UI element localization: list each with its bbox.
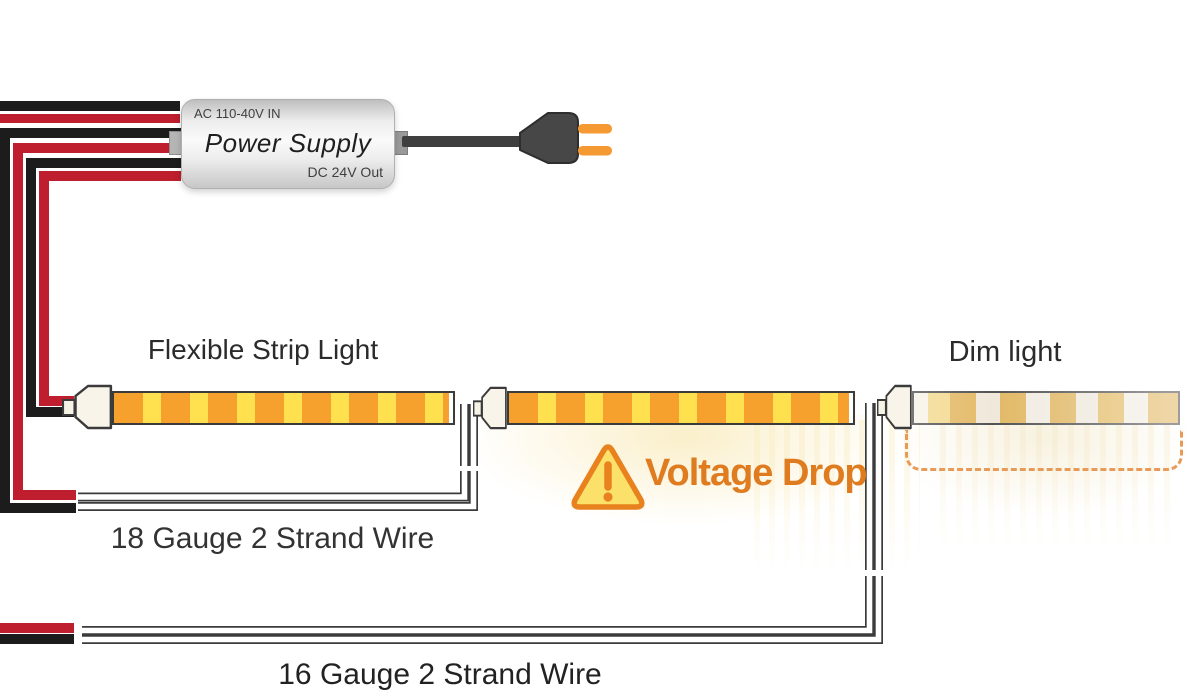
strip-segment bbox=[143, 393, 161, 423]
power-supply-title: Power Supply bbox=[204, 128, 372, 158]
supply-wire-red-top bbox=[0, 114, 180, 123]
dc-wire-black-inner-h bbox=[26, 158, 181, 168]
strip-segment bbox=[1124, 393, 1148, 423]
strip-segment bbox=[744, 393, 773, 423]
light-rays-strip2 bbox=[745, 420, 920, 580]
dc-wire-black-inner-b bbox=[26, 407, 74, 417]
dc-wire-black-outer-v bbox=[0, 128, 10, 513]
strip-segment bbox=[208, 393, 237, 423]
warning-triangle-icon bbox=[571, 444, 645, 510]
strip-segment bbox=[190, 393, 208, 423]
dc-wire-red-inner-h bbox=[39, 171, 181, 181]
power-supply-output-label: DC 24V Out bbox=[307, 164, 383, 180]
wire-16-gauge-label: 16 Gauge 2 Strand Wire bbox=[278, 658, 602, 691]
strip-segment bbox=[773, 393, 791, 423]
strip-segment bbox=[509, 393, 538, 423]
strip-segment bbox=[161, 393, 190, 423]
strip-segment bbox=[950, 393, 976, 423]
dc-wire-black-outer-b bbox=[0, 503, 76, 513]
strip-segment bbox=[255, 393, 284, 423]
strip-segment bbox=[914, 393, 928, 423]
strip-segment bbox=[820, 393, 838, 423]
plug-prong-top bbox=[578, 124, 612, 134]
strip1-bar bbox=[112, 391, 455, 425]
wire-18-gauge-label: 18 Gauge 2 Strand Wire bbox=[110, 522, 435, 555]
dc-wire-red-bottom bbox=[0, 623, 74, 633]
strip-segment bbox=[443, 393, 449, 423]
strip1-connector-icon bbox=[62, 384, 113, 430]
plug-prong-bottom bbox=[578, 146, 612, 156]
strip-segment bbox=[349, 393, 378, 423]
power-supply-input-label: AC 110-40V IN bbox=[194, 106, 281, 121]
strip-segment bbox=[726, 393, 744, 423]
strip-segment bbox=[585, 393, 603, 423]
strip-segment bbox=[1076, 393, 1098, 423]
strip-segment bbox=[791, 393, 820, 423]
strip-segment bbox=[302, 393, 331, 423]
strip-segment bbox=[284, 393, 302, 423]
dc-wire-red-inner-b bbox=[39, 396, 74, 406]
dim-strip-connector-icon bbox=[877, 384, 912, 430]
strip-segment bbox=[378, 393, 396, 423]
strip-segment bbox=[603, 393, 632, 423]
power-cord bbox=[402, 136, 526, 147]
strip-segment bbox=[114, 393, 143, 423]
strip-segment bbox=[1098, 393, 1124, 423]
dim-light-label: Dim light bbox=[948, 336, 1062, 368]
dc-wire-black-inner-v bbox=[26, 158, 36, 417]
light-glow-strip2 bbox=[455, 414, 915, 599]
strip2-bar bbox=[507, 391, 855, 425]
strip-segment bbox=[556, 393, 585, 423]
voltage-drop-label: Voltage Drop bbox=[645, 452, 868, 494]
strip2-connector-icon bbox=[473, 386, 507, 430]
strip-segment bbox=[1050, 393, 1076, 423]
dc-wire-black-outer-h bbox=[0, 128, 181, 138]
strip-segment bbox=[632, 393, 650, 423]
strip-segment bbox=[1148, 393, 1178, 423]
power-supply-box: AC 110-40V IN Power Supply DC 24V Out bbox=[181, 99, 395, 189]
strip-segment bbox=[538, 393, 556, 423]
dc-wire-black-bottom bbox=[0, 634, 74, 644]
dc-wire-red-outer-v bbox=[13, 143, 23, 500]
strip-segment bbox=[697, 393, 726, 423]
strip-segment bbox=[331, 393, 349, 423]
strip-segment bbox=[976, 393, 1000, 423]
plug-body bbox=[519, 112, 579, 164]
dc-wire-red-outer-b bbox=[13, 490, 76, 500]
dc-wire-red-inner-v bbox=[39, 171, 49, 406]
supply-wire-black-top bbox=[0, 101, 180, 111]
dim-region-dashed-outline bbox=[905, 430, 1183, 471]
strip-segment bbox=[1026, 393, 1050, 423]
dim-strip-bar bbox=[912, 391, 1180, 425]
ac-plug-icon bbox=[402, 112, 612, 164]
strip-segment bbox=[838, 393, 849, 423]
strip-segment bbox=[928, 393, 950, 423]
strip-segment bbox=[1000, 393, 1026, 423]
strip-segment bbox=[237, 393, 255, 423]
strip-segment bbox=[396, 393, 425, 423]
strip-segment bbox=[425, 393, 443, 423]
strip-segment bbox=[679, 393, 697, 423]
flexible-strip-light-label: Flexible Strip Light bbox=[147, 334, 379, 365]
dc-wire-red-outer-h bbox=[13, 143, 181, 153]
strip-segment bbox=[650, 393, 679, 423]
